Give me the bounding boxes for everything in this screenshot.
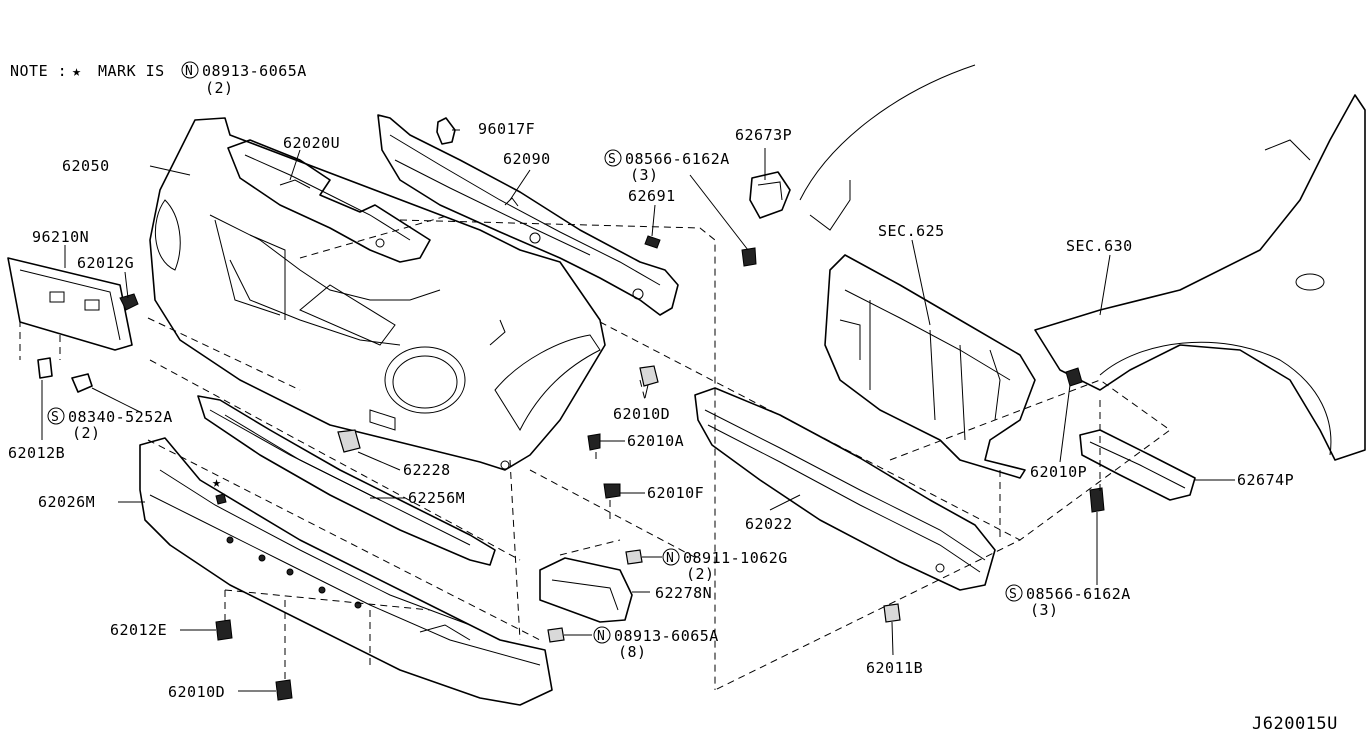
label-08566-top-qty: (3): [630, 166, 659, 184]
label-08566-bottom-qty: (3): [1030, 601, 1059, 619]
bolt-62691: [644, 235, 661, 249]
star-mark: ★: [72, 62, 82, 80]
clip-08913: [547, 627, 565, 643]
label-96017F: 96017F: [478, 120, 535, 138]
n-circle-08911: [662, 548, 680, 566]
label-08340: 08340-5252A: [68, 408, 173, 426]
label-62011B: 62011B: [866, 659, 923, 677]
radiator-support-sec625: [824, 254, 1036, 479]
nut-08911: [625, 549, 643, 565]
label-62090: 62090: [503, 150, 551, 168]
label-62050: 62050: [62, 157, 110, 175]
screw-08340: [71, 373, 93, 393]
clip-star-spoiler: [215, 493, 227, 505]
label-08566-top: 08566-6162A: [625, 150, 730, 168]
upper-cover-62020U: [227, 139, 431, 263]
note-qty: (2): [205, 79, 234, 97]
clip-62011B: [883, 603, 901, 623]
label-62026M: 62026M: [38, 493, 95, 511]
screw-08566-bottom: [1089, 487, 1105, 513]
leader-lines: [41, 129, 1235, 692]
label-08913-qty: (8): [618, 643, 647, 661]
note-header: NOTE : ★ MARK IS N 08913-6065A (2): [10, 61, 307, 97]
label-62012G: 62012G: [77, 254, 134, 272]
s-letter-top: S: [608, 152, 616, 167]
star-mark-spoiler: ★: [212, 473, 222, 491]
label-08911-qty: (2): [686, 565, 715, 583]
bumper-fascia: [149, 117, 606, 471]
guide-lines: [19, 214, 1171, 691]
n-circle-08913: [593, 626, 611, 644]
label-62691: 62691: [628, 187, 676, 205]
label-62010D-top: 62010D: [613, 405, 670, 423]
n-letter-08913: N: [597, 629, 605, 644]
apron-outline: [809, 180, 851, 231]
note-prefix: NOTE :: [10, 62, 67, 80]
bracket-62674P: [1079, 429, 1196, 501]
bracket-62278N: [539, 557, 633, 623]
label-08911: 08911-1062G: [683, 549, 788, 567]
label-62228: 62228: [403, 461, 451, 479]
clip-62012G: [119, 293, 139, 311]
label-62278N: 62278N: [655, 584, 712, 602]
label-62674P: 62674P: [1237, 471, 1294, 489]
label-96210N: 96210N: [32, 228, 89, 246]
nut-62010D-top: [639, 365, 659, 387]
label-62673P: 62673P: [735, 126, 792, 144]
note-part: 08913-6065A: [202, 62, 307, 80]
screw-08566-top: [741, 247, 757, 267]
note-circle-letter: N: [185, 64, 193, 79]
clip-62012B: [37, 357, 53, 379]
part-labels: 62050 62020U 96017F 62090 62673P S 08566…: [8, 120, 1338, 734]
s-circle-left: [47, 407, 65, 425]
s-circle-bottom: [1005, 584, 1023, 602]
label-62010A: 62010A: [627, 432, 684, 450]
label-62012E: 62012E: [110, 621, 167, 639]
s-letter-bottom: S: [1009, 587, 1017, 602]
s-circle-top: [604, 149, 622, 167]
lower-spoiler-62026M: [139, 437, 553, 706]
label-62010P: 62010P: [1030, 463, 1087, 481]
note-mark-is: MARK IS: [98, 62, 165, 80]
clip-62012E: [215, 619, 233, 641]
label-08340-qty: (2): [72, 424, 101, 442]
license-bracket-96210N: [7, 257, 133, 351]
label-62256M: 62256M: [408, 489, 465, 507]
note-circle: [181, 61, 199, 79]
fender-sec630: [1034, 94, 1366, 461]
clip-62010P: [1065, 367, 1083, 387]
label-62020U: 62020U: [283, 134, 340, 152]
label-62012B: 62012B: [8, 444, 65, 462]
clip-62228: [337, 429, 361, 453]
label-sec625: SEC.625: [878, 222, 945, 240]
reinforcement-62090: [377, 114, 679, 316]
label-08913: 08913-6065A: [614, 627, 719, 645]
bracket-62673P: [749, 171, 791, 219]
s-letter-left: S: [51, 410, 59, 425]
drawing-id: J620015U: [1252, 714, 1338, 734]
label-62010D-bottom: 62010D: [168, 683, 225, 701]
bolt-62010D-bottom: [275, 679, 293, 701]
hood-outline: [799, 64, 976, 201]
label-08566-bottom: 08566-6162A: [1026, 585, 1131, 603]
clip-96017F: [436, 117, 456, 145]
bolt-62010A: [587, 433, 601, 451]
n-letter-08911: N: [666, 551, 674, 566]
label-62022: 62022: [745, 515, 793, 533]
bolt-62010F: [603, 483, 621, 499]
lower-grille-62256M: [197, 395, 496, 566]
label-sec630: SEC.630: [1066, 237, 1133, 255]
label-62010F: 62010F: [647, 484, 704, 502]
